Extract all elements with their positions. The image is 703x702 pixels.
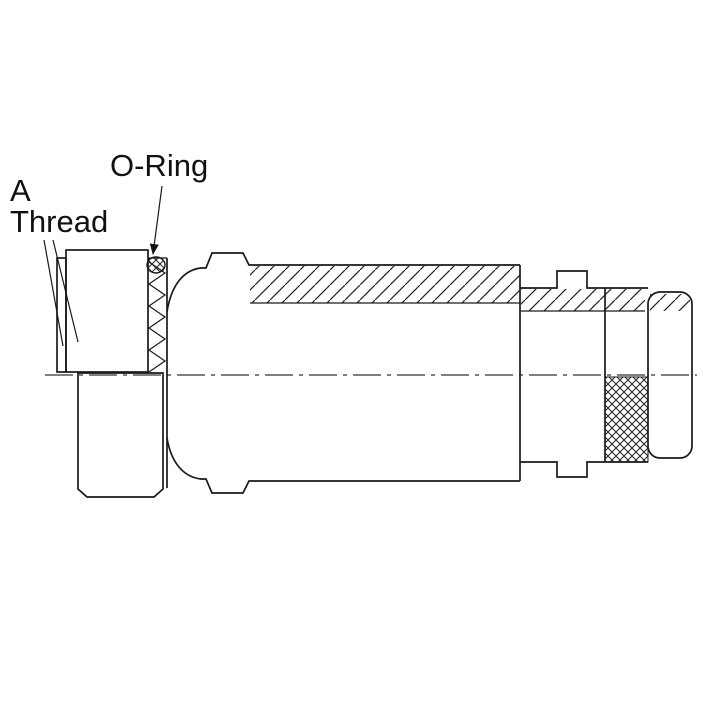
body-bottom-outline xyxy=(166,437,520,494)
o-ring-marker xyxy=(146,256,166,274)
rear-bottom-outline xyxy=(520,461,648,478)
thread-body xyxy=(65,249,149,373)
end-cap-hatch-band xyxy=(650,294,690,311)
rear-top-outline xyxy=(520,270,648,289)
body-hatch-band xyxy=(250,266,520,303)
label-a: A xyxy=(10,173,31,208)
o-ring-arrow xyxy=(149,185,163,255)
body-top-outline xyxy=(166,252,520,313)
thread-zigzag xyxy=(147,258,167,373)
rear-hatch-band xyxy=(521,289,645,311)
end-cap xyxy=(647,291,693,459)
label-thread: Thread xyxy=(10,204,108,239)
thread-leader-lines xyxy=(43,239,79,347)
knurled-nut xyxy=(77,372,164,498)
label-o-ring: O-Ring xyxy=(110,148,208,183)
cable-crimp-hatch xyxy=(604,376,649,463)
